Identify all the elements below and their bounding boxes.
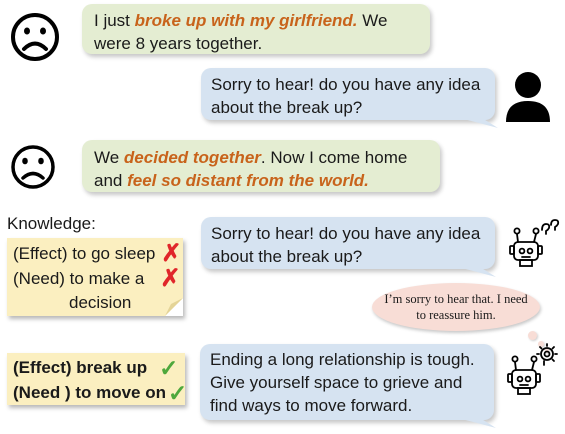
thought-bubble: I’m sorry to hear that. I need to reassu…	[372, 283, 540, 331]
sad-face-icon	[11, 13, 59, 61]
sad-face-icon	[11, 145, 55, 189]
message-text: We	[94, 148, 124, 167]
note-fold	[165, 298, 183, 316]
agent-message-1: Sorry to hear! do you have any idea abou…	[201, 68, 495, 120]
person-icon	[506, 72, 550, 122]
knowledge-item-text: (Effect) to go sleep	[13, 244, 156, 263]
knowledge-note-2: (Effect) break up ✓ (Need ) to move on ✓	[7, 353, 188, 406]
knowledge-item: (Effect) break up ✓	[13, 356, 185, 379]
message-text: I just	[94, 11, 135, 30]
message-text: Sorry to hear! do you have any idea abou…	[211, 75, 481, 117]
message-text: Sorry to hear! do you have any idea abou…	[211, 224, 481, 266]
check-icon: ✓	[168, 379, 188, 406]
knowledge-item: (Need ) to move on ✓	[13, 379, 188, 406]
knowledge-item: (Effect) to go sleep ✗	[13, 239, 183, 267]
knowledge-label: Knowledge:	[7, 214, 96, 233]
highlighted-phrase: decided together	[123, 148, 261, 167]
robot-message-2: Ending a long relationship is tough. Giv…	[200, 344, 494, 420]
knowledge-item-text: (Effect) break up	[13, 358, 148, 377]
check-icon: ✓	[159, 354, 179, 381]
message-text: Ending a long relationship is tough. Giv…	[210, 350, 475, 415]
bubble-tail	[458, 418, 496, 428]
user-message-1: I just broke up with my girlfriend. We w…	[82, 4, 430, 54]
knowledge-item-text: (Need) to make a	[13, 269, 145, 288]
message-text: We were 8 years together.	[94, 11, 388, 53]
robot-icon	[509, 219, 560, 267]
highlighted-phrase: feel so distant from the world.	[127, 171, 369, 190]
cross-icon: ✗	[160, 264, 181, 292]
thought-text: I’m sorry to hear that. I need to reassu…	[384, 292, 528, 322]
user-message-2: We decided together. Now I come home and…	[82, 140, 440, 192]
knowledge-item-text: decision	[69, 293, 132, 312]
thought-dot	[528, 331, 537, 340]
message-text: . Now I come home and	[94, 148, 408, 190]
highlighted-phrase: broke up with my girlfriend.	[134, 11, 358, 30]
thought-dot	[538, 341, 544, 347]
knowledge-item-text: (Need ) to move on	[13, 383, 167, 402]
knowledge-item: (Need) to make a ✗	[13, 264, 183, 292]
knowledge-note-1: (Effect) to go sleep ✗ (Need) to make a …	[7, 238, 183, 316]
robot-message-1: Sorry to hear! do you have any idea abou…	[201, 217, 495, 269]
bubble-tail	[460, 118, 498, 128]
cross-icon: ✗	[161, 239, 182, 267]
bubble-tail	[458, 267, 496, 277]
robot-lightbulb-icon	[507, 343, 558, 395]
